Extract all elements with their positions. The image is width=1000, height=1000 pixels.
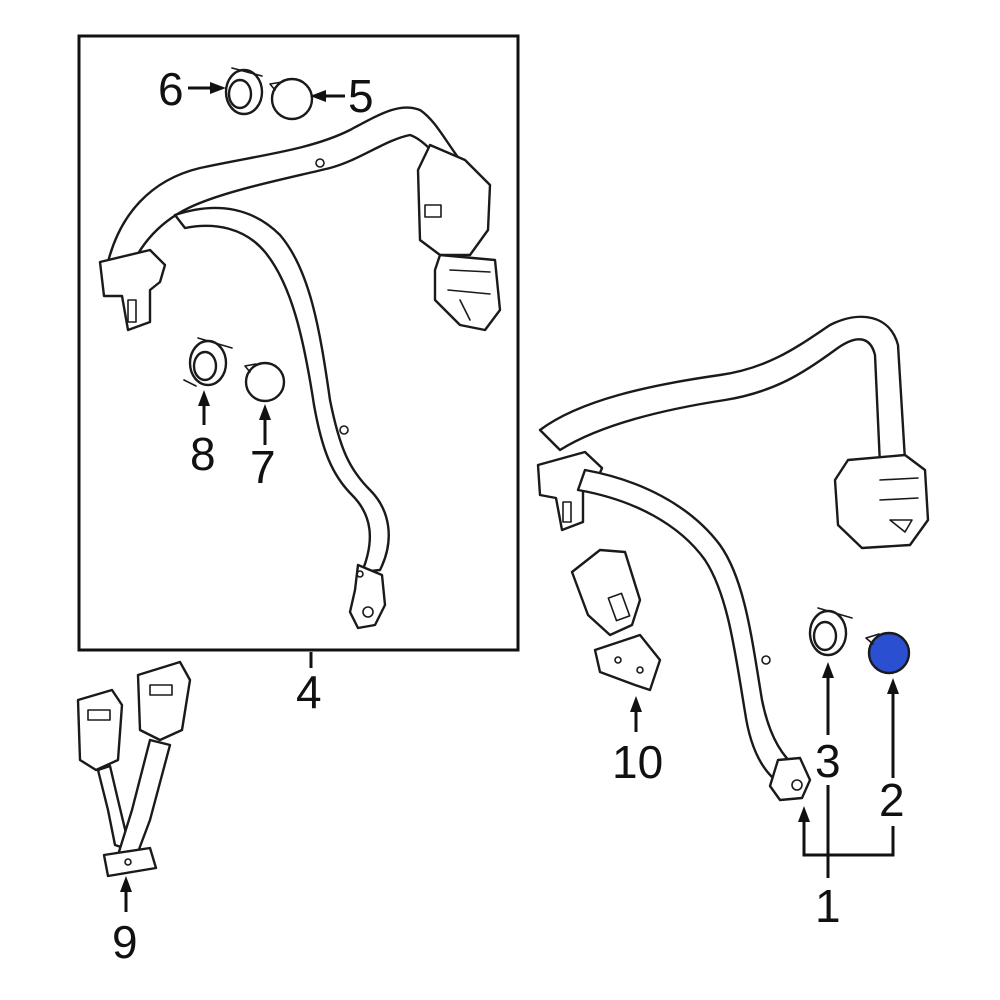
part-5-cap (269, 77, 314, 121)
part-10-buckle (570, 548, 662, 692)
callout-1: 1 (815, 880, 841, 932)
seat-belt-assembly-1 (536, 315, 930, 802)
upper-anchor (98, 248, 167, 332)
part-8-grommet (183, 337, 233, 387)
callout-6: 6 (158, 63, 184, 115)
lower-end-fitting (348, 563, 387, 630)
retractor-upper (416, 143, 492, 257)
part-3-grommet (808, 607, 853, 657)
callout-10: 10 (612, 736, 663, 788)
belt-1-upper-loop (538, 315, 907, 467)
part-6-grommet (224, 67, 264, 116)
part-2-cap-highlighted (865, 631, 911, 675)
callout-3: 3 (815, 735, 841, 787)
assembly-4-frame (77, 34, 520, 652)
callout-5: 5 (348, 70, 374, 122)
lower-belt-strap (173, 206, 390, 574)
callout-8: 8 (190, 428, 216, 480)
rear-belt-assembly-boxed (98, 106, 502, 630)
callout-7: 7 (250, 441, 276, 493)
belt-1-lower-end (768, 756, 812, 802)
callout-4: 4 (296, 666, 322, 718)
part-9-double-buckle (76, 660, 192, 878)
callout-2: 2 (879, 774, 905, 826)
part-7-cap (244, 361, 286, 403)
callout-9: 9 (112, 916, 138, 968)
retractor-1 (833, 453, 930, 550)
